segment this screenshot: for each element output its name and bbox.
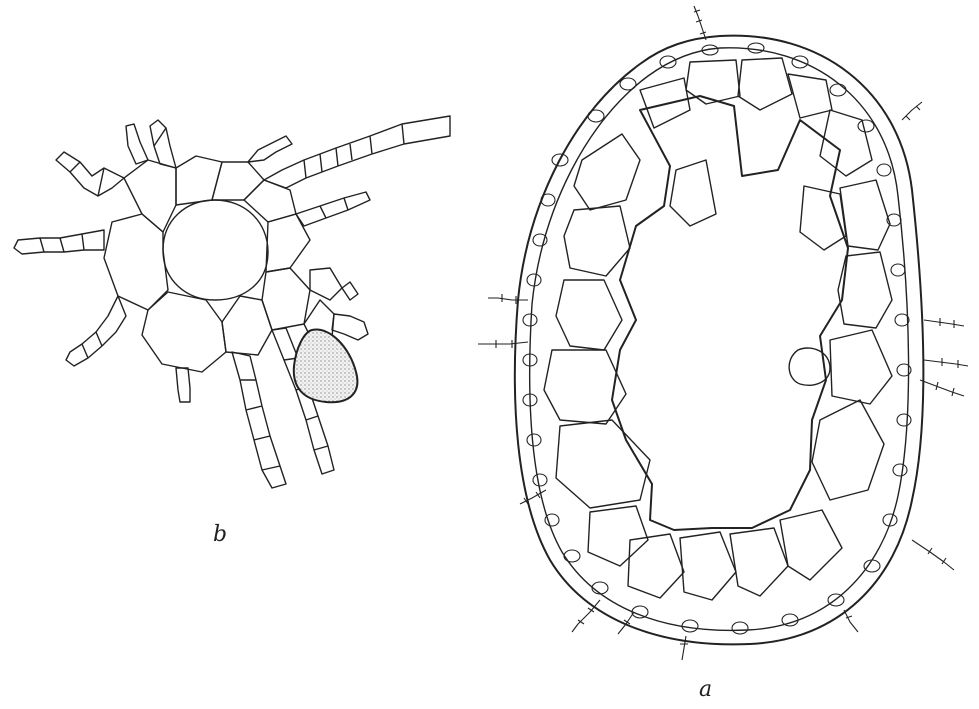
filament [56,152,124,196]
tissue-cell [588,506,648,566]
figure-a-label: a [699,677,712,702]
cortex-cell [262,268,310,330]
outer-wall [515,36,924,645]
tissue-cell [788,74,832,118]
figure-a-oval-section [478,6,968,660]
filament [150,120,176,168]
filament [126,124,148,164]
cortex-cell [142,292,226,372]
cortex-cell [176,156,222,205]
filament [66,296,126,366]
outer-wall-inner [530,48,909,631]
filament [14,230,104,254]
tissue-cell [812,400,884,500]
cortex-cell [124,160,176,232]
figure-b-label: b [213,522,227,547]
peripheral-cells [523,43,911,634]
tissue-cell [556,420,650,508]
tissue-cell [738,58,792,110]
central-cell [163,200,268,300]
cortex-cell [222,296,272,355]
cortex-cell [266,214,310,272]
tissue-cell [680,532,736,600]
tissue-cell [800,186,846,250]
cortex-cell [310,268,342,300]
tissue-cell [730,528,788,596]
filament [296,192,370,226]
tissue-cell [780,510,842,580]
figure-b-star-section [14,116,450,488]
tissue-cell [574,134,640,210]
tissue-cell [640,78,690,128]
filament [342,282,358,300]
filament [232,352,286,488]
filament [176,368,190,402]
sporangium [294,330,358,403]
tissue-cell [670,160,716,226]
filament [248,136,292,162]
tissue-cell [830,330,892,404]
filament [264,116,450,188]
filament [332,314,368,340]
tissue-cell [564,206,630,276]
tissue-cell [628,534,684,598]
tissue-cell [840,180,890,250]
tissue-cell [556,280,622,350]
